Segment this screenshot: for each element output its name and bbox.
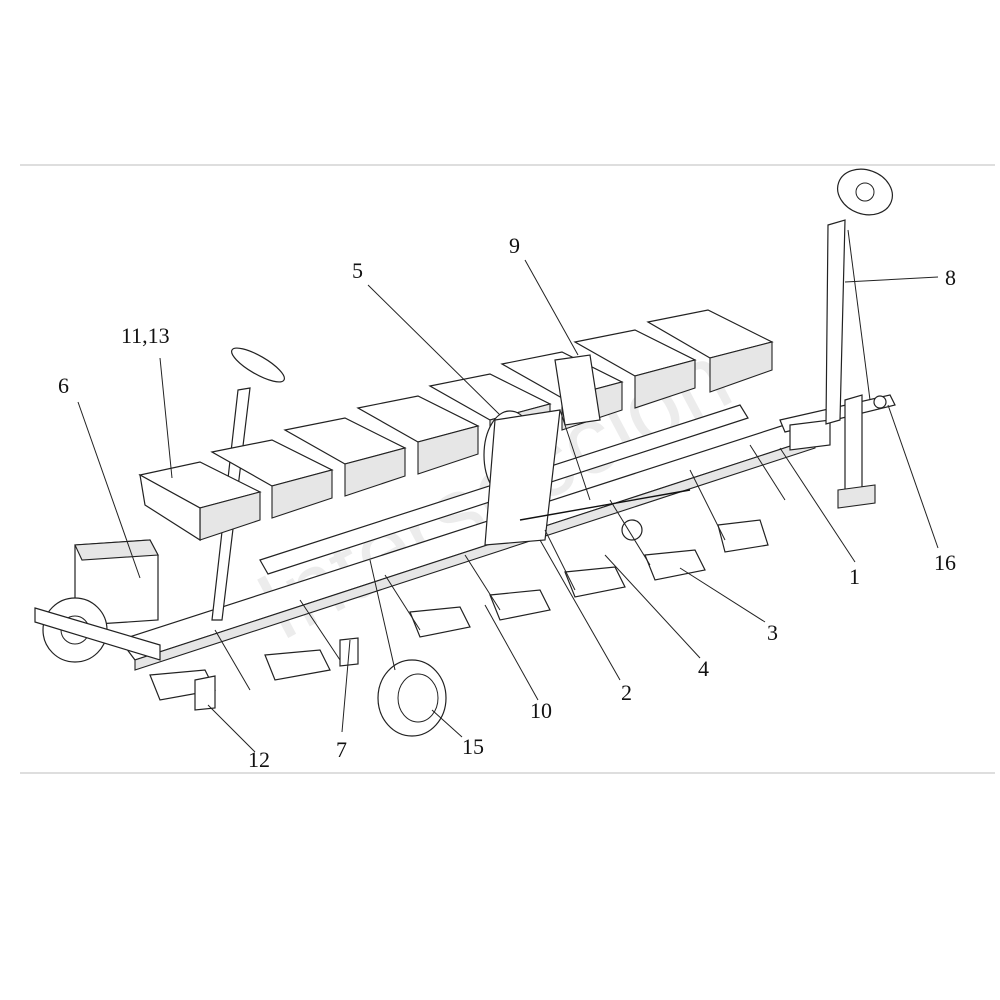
leader-5: [367, 284, 501, 416]
opener-3: [409, 606, 471, 638]
leader-2: [539, 539, 621, 681]
hopper-2-side: [271, 469, 333, 519]
opener-2: [264, 649, 331, 681]
hitch-pin: [873, 395, 887, 409]
tower-strut: [559, 409, 591, 501]
link-8: [749, 444, 786, 501]
leader-8: [844, 276, 939, 283]
hopper-7-side: [634, 359, 696, 409]
hopper-8-side: [709, 341, 773, 393]
leader-11-13: [159, 357, 173, 479]
callout-8: 8: [945, 265, 956, 290]
callout-1: 1: [849, 564, 860, 589]
press-wheel: [377, 659, 447, 737]
marker-disc: [837, 168, 893, 216]
central-gearbox-frame: [484, 409, 561, 546]
callout-9: 9: [509, 233, 520, 258]
opener-7: [717, 519, 769, 553]
linkage-arms: [214, 444, 786, 691]
leader-10: [484, 604, 539, 701]
marker-disc-hub: [855, 182, 875, 202]
link-3: [384, 574, 421, 631]
callout-15: 15: [462, 734, 484, 759]
marker-arm: [825, 219, 846, 425]
leader-16: [887, 404, 939, 549]
callout-4: 4: [698, 656, 709, 681]
leader-lines: [77, 259, 939, 753]
link-7: [689, 469, 726, 541]
planter-machine-illustration: [34, 168, 896, 737]
fertilizer-box-lid: [74, 539, 159, 561]
hopper-3-side: [344, 447, 406, 497]
callout-11-13: 11,13: [121, 323, 170, 348]
shaft-coupling: [621, 519, 643, 541]
leader-4: [604, 554, 701, 659]
marker-brace: [847, 229, 871, 401]
leader-12: [207, 704, 256, 753]
callout-10: 10: [530, 698, 552, 723]
left-marker-disc: [231, 347, 285, 383]
drive-tower: [554, 354, 601, 426]
callout-5: 5: [352, 258, 363, 283]
leader-6: [77, 401, 141, 579]
link-6: [609, 499, 651, 566]
link-4: [464, 554, 501, 611]
callout-6: 6: [58, 373, 69, 398]
drive-chain-case: [34, 607, 161, 661]
main-frame-beam-side: [134, 437, 816, 671]
callout-labels: 8 9 5 11,13 6 1 16 3 4 2 10 15 7 12: [58, 233, 956, 772]
callout-7: 7: [336, 737, 347, 762]
press-wheel-arm: [369, 559, 396, 671]
drive-shaft: [519, 489, 691, 521]
opener-4: [489, 589, 551, 621]
leader-7: [341, 639, 351, 733]
link-1: [214, 629, 251, 691]
leader-9: [524, 259, 579, 356]
callout-3: 3: [767, 620, 778, 645]
hitch-plate: [789, 419, 831, 451]
link-5: [544, 529, 576, 591]
link-2: [299, 599, 341, 661]
leader-1: [779, 447, 856, 563]
callout-2: 2: [621, 680, 632, 705]
opener-6: [644, 549, 706, 581]
opener-shank-1: [194, 675, 216, 711]
hopper-1-front: [139, 473, 201, 542]
hitch-foot: [837, 484, 876, 509]
hopper-4-side: [417, 425, 479, 475]
opener-5: [564, 566, 626, 598]
press-wheel-hub: [397, 673, 439, 723]
callout-16: 16: [934, 550, 956, 575]
leader-15: [431, 709, 463, 738]
leader-3: [679, 567, 766, 623]
callout-12: 12: [248, 747, 270, 772]
opener-row: [149, 519, 769, 711]
